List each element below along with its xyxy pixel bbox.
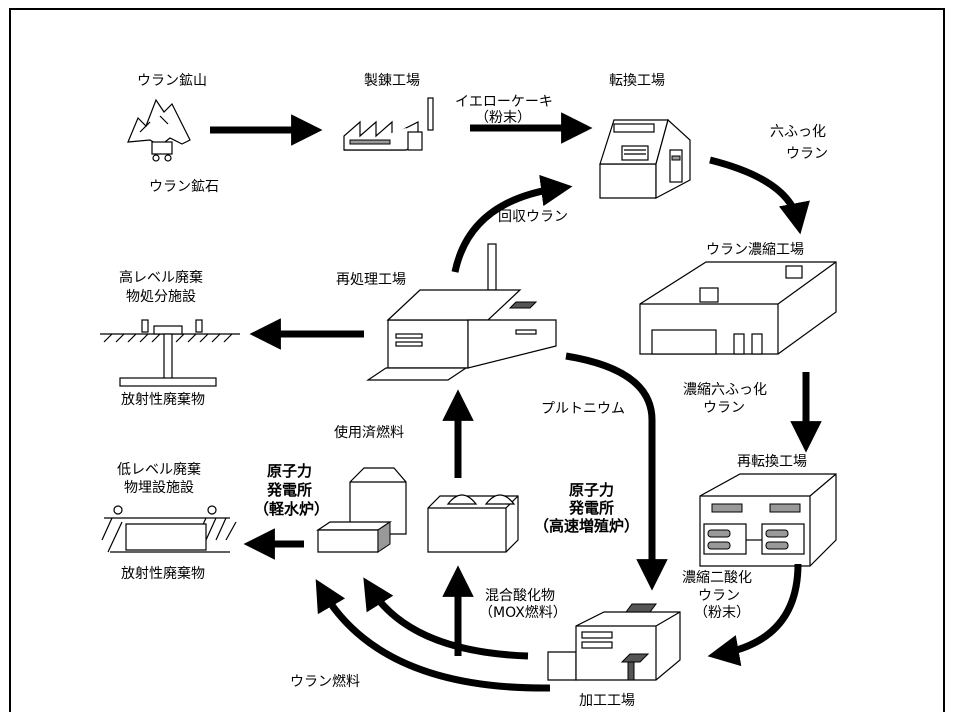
label-enriched-uo2-3: （粉末） [694, 605, 750, 621]
label-mox-2: （MOX燃料） [479, 604, 567, 621]
arrow-reprocessing-to-conversion [451, 174, 573, 273]
refinery-icon [343, 97, 434, 151]
lwr-power-plant-icon [316, 467, 407, 553]
label-refinery: 製錬工場 [364, 73, 420, 89]
label-hlw-waste: 放射性廃棄物 [121, 391, 205, 408]
reconversion-plant-icon [699, 473, 837, 567]
label-llw-1: 低レベル廃棄 [117, 461, 201, 478]
fabrication-plant-icon [547, 603, 681, 681]
label-enriched-uo2-1: 濃縮二酸化 [682, 570, 752, 586]
label-enriched-uo2-2: ウラン [698, 588, 740, 604]
arrow-reconversion-to-fabrication [707, 563, 802, 667]
label-hlw-2: 物処分施設 [126, 289, 196, 305]
label-yellowcake: イエローケーキ [455, 94, 553, 110]
label-recovered-uranium: 回収ウラン [498, 209, 568, 225]
label-fabrication-plant: 加工工場 [579, 693, 635, 709]
label-uf6-1: 六ふっ化 [770, 124, 826, 140]
label-yellowcake-powder: （粉末） [475, 110, 531, 126]
label-enriched-uf6-1: 濃縮六ふっ化 [683, 382, 767, 398]
label-enrichment-plant: ウラン濃縮工場 [706, 242, 804, 258]
label-uranium-fuel: ウラン燃料 [290, 673, 360, 690]
label-reprocessing-plant: 再処理工場 [336, 272, 406, 288]
label-enriched-uf6-2: ウラン [703, 400, 745, 416]
reprocessing-plant-icon [366, 243, 557, 381]
llw-disposal-facility-icon [101, 505, 237, 553]
flow-arrows [210, 112, 822, 692]
arrow-fabrication-to-lwr-outer [315, 579, 551, 692]
conversion-plant-icon [599, 118, 691, 199]
label-lwr-1: 原子力 [267, 462, 312, 480]
label-uf6-2: ウラン [786, 146, 828, 162]
uranium-mine-icon [127, 98, 191, 162]
labels: ウラン鉱山 ウラン鉱石 製錬工場 イエローケーキ （粉末） 転換工場 六ふっ化 … [117, 72, 828, 709]
fbr-power-plant-icon [427, 494, 519, 553]
hlw-disposal-facility-icon [100, 319, 240, 387]
label-llw-2: 物埋設施設 [124, 480, 194, 496]
label-fbr-1: 原子力 [569, 481, 614, 499]
diagram-frame [9, 8, 945, 712]
label-reconversion-plant: 再転換工場 [737, 454, 807, 470]
arrow-reprocessing-to-fabrication [565, 352, 668, 591]
label-fbr-3: （高速増殖炉） [534, 517, 639, 535]
enrichment-plant-icon [639, 261, 837, 355]
label-uranium-mine: ウラン鉱山 [137, 72, 207, 89]
label-mox-1: 混合酸化物 [485, 588, 555, 604]
label-lwr-3: （軽水炉） [254, 500, 329, 518]
label-lwr-2: 発電所 [266, 481, 312, 499]
arrow-fabrication-to-lwr-inner [363, 577, 529, 660]
label-llw-waste: 放射性廃棄物 [121, 565, 205, 582]
label-fbr-2: 発電所 [568, 499, 614, 517]
label-hlw-1: 高レベル廃棄 [119, 269, 203, 286]
label-conversion-plant: 転換工場 [609, 73, 665, 89]
arrow-conversion-to-enrichment [709, 156, 810, 235]
label-spent-fuel: 使用済燃料 [334, 424, 404, 441]
label-uranium-ore: ウラン鉱石 [149, 178, 219, 195]
label-plutonium: プルトニウム [541, 401, 625, 417]
